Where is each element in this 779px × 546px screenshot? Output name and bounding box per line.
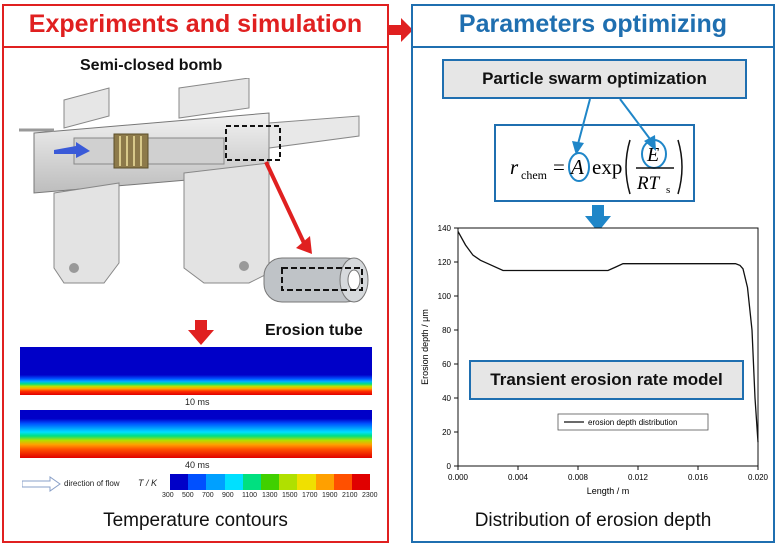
temperature-scale-label: T / K bbox=[138, 478, 158, 488]
experiments-title: Experiments and simulation bbox=[28, 10, 363, 38]
scale-tick-label: 2300 bbox=[362, 492, 378, 499]
formula-s: s bbox=[666, 184, 670, 196]
bomb-bracket-left bbox=[63, 87, 110, 129]
parameters-panel bbox=[411, 4, 775, 543]
pso-box: Particle swarm optimization bbox=[442, 59, 747, 99]
formula-box bbox=[494, 124, 695, 202]
scale-swatch bbox=[333, 474, 352, 490]
scale-tick-label: 1900 bbox=[322, 492, 338, 499]
parameters-title-divider bbox=[411, 46, 775, 48]
scale-swatch bbox=[260, 474, 280, 490]
bomb-support-left bbox=[53, 182, 120, 284]
parameters-title: Parameters optimizing bbox=[458, 10, 728, 38]
x-tick-label: 0.004 bbox=[508, 473, 529, 482]
erosion-depth-chart: 0 20 40 60 80 100 120 140 0.000 0.004 0.008 0.012 0.… bbox=[420, 224, 769, 496]
pso-to-params-arrows bbox=[572, 99, 656, 155]
y-tick-label: 60 bbox=[442, 360, 451, 369]
formula-E: E bbox=[646, 144, 659, 166]
panel-link-arrow bbox=[389, 18, 413, 42]
x-tick-label: 0.008 bbox=[568, 473, 589, 482]
scale-tick-label: 500 bbox=[182, 492, 194, 499]
bomb-bracket-right bbox=[178, 78, 250, 119]
formula-equals: = bbox=[553, 155, 565, 179]
formula-A: A bbox=[569, 155, 584, 179]
experiments-panel bbox=[2, 4, 389, 543]
scale-swatch bbox=[224, 474, 243, 490]
scale-swatch bbox=[351, 474, 371, 490]
scale-swatch bbox=[188, 474, 207, 490]
bomb-nozzle bbox=[268, 115, 360, 149]
bomb-support-right bbox=[183, 162, 270, 284]
red-down-arrow bbox=[188, 320, 214, 345]
scale-tick-label: 1500 bbox=[282, 492, 298, 499]
erosion-tube-label: Erosion tube bbox=[265, 322, 363, 339]
y-tick-label: 40 bbox=[442, 394, 451, 403]
legend-box bbox=[557, 413, 709, 431]
y-tick-label: 140 bbox=[438, 224, 452, 233]
x-tick-label: 0.020 bbox=[748, 473, 769, 482]
scale-tick-label: 1700 bbox=[302, 492, 318, 499]
x-tick-label: 0.012 bbox=[628, 473, 649, 482]
contour-10ms-label: 10 ms bbox=[185, 397, 210, 407]
scale-tick-label: 900 bbox=[222, 492, 234, 499]
y-tick-label: 100 bbox=[438, 292, 452, 301]
x-axis-label: Length / m bbox=[587, 486, 630, 496]
scale-swatch bbox=[206, 474, 225, 490]
y-tick-label: 0 bbox=[447, 462, 452, 471]
y-axis-label: Erosion depth / μm bbox=[420, 309, 430, 385]
flow-direction-arrow bbox=[22, 476, 61, 492]
scale-swatch bbox=[170, 474, 189, 490]
formula-RT: RT bbox=[636, 173, 661, 194]
scale-tick-label: 1300 bbox=[262, 492, 278, 499]
contour-40ms-label: 40 ms bbox=[185, 460, 210, 470]
blue-down-arrow bbox=[585, 205, 611, 232]
temperature-color-scale bbox=[170, 474, 371, 490]
temperature-contours-caption: Temperature contours bbox=[103, 510, 288, 531]
model-box: Transient erosion rate model bbox=[469, 360, 744, 400]
experiments-title-divider bbox=[2, 46, 389, 48]
erosion-rate-formula: r chem = A exp E RT s bbox=[510, 139, 683, 196]
y-tick-label: 20 bbox=[442, 428, 451, 437]
x-tick-label: 0.016 bbox=[688, 473, 709, 482]
x-tick-label: 0.000 bbox=[448, 473, 469, 482]
series-line bbox=[457, 231, 759, 443]
flow-direction-label: direction of flow bbox=[64, 479, 120, 488]
scale-tick-label: 300 bbox=[162, 492, 174, 499]
param-A-circle bbox=[568, 152, 590, 182]
bomb-label: Semi-closed bomb bbox=[80, 57, 223, 74]
temperature-contour-10ms bbox=[20, 347, 372, 395]
formula-exp: exp bbox=[592, 155, 622, 179]
y-tick-label: 120 bbox=[438, 258, 452, 267]
scale-tick-label: 2100 bbox=[342, 492, 358, 499]
red-pointer-arrowhead bbox=[296, 236, 312, 254]
legend-label: erosion depth distribution bbox=[588, 418, 677, 427]
temperature-contour-40ms bbox=[20, 410, 372, 458]
formula-r: r bbox=[510, 155, 519, 179]
scale-swatch bbox=[315, 474, 334, 490]
erosion-tube-highlight bbox=[225, 125, 281, 161]
erosion-depth-caption: Distribution of erosion depth bbox=[474, 510, 712, 531]
scale-tick-label: 1100 bbox=[242, 492, 258, 499]
y-tick-label: 80 bbox=[442, 326, 451, 335]
scale-swatch bbox=[242, 474, 261, 490]
formula-sub: chem bbox=[521, 168, 548, 182]
bomb-inner-bore bbox=[73, 137, 225, 165]
scale-tick-label: 700 bbox=[202, 492, 214, 499]
semi-closed-bomb-drawing bbox=[19, 78, 369, 303]
scale-swatch bbox=[297, 474, 316, 490]
gas-flow-arrow bbox=[54, 142, 90, 158]
scale-swatch bbox=[279, 474, 298, 490]
temperature-scale-ticks: 300 500 700 900 1100 1300 1500 1700 1900 2100 2300 bbox=[162, 492, 378, 502]
